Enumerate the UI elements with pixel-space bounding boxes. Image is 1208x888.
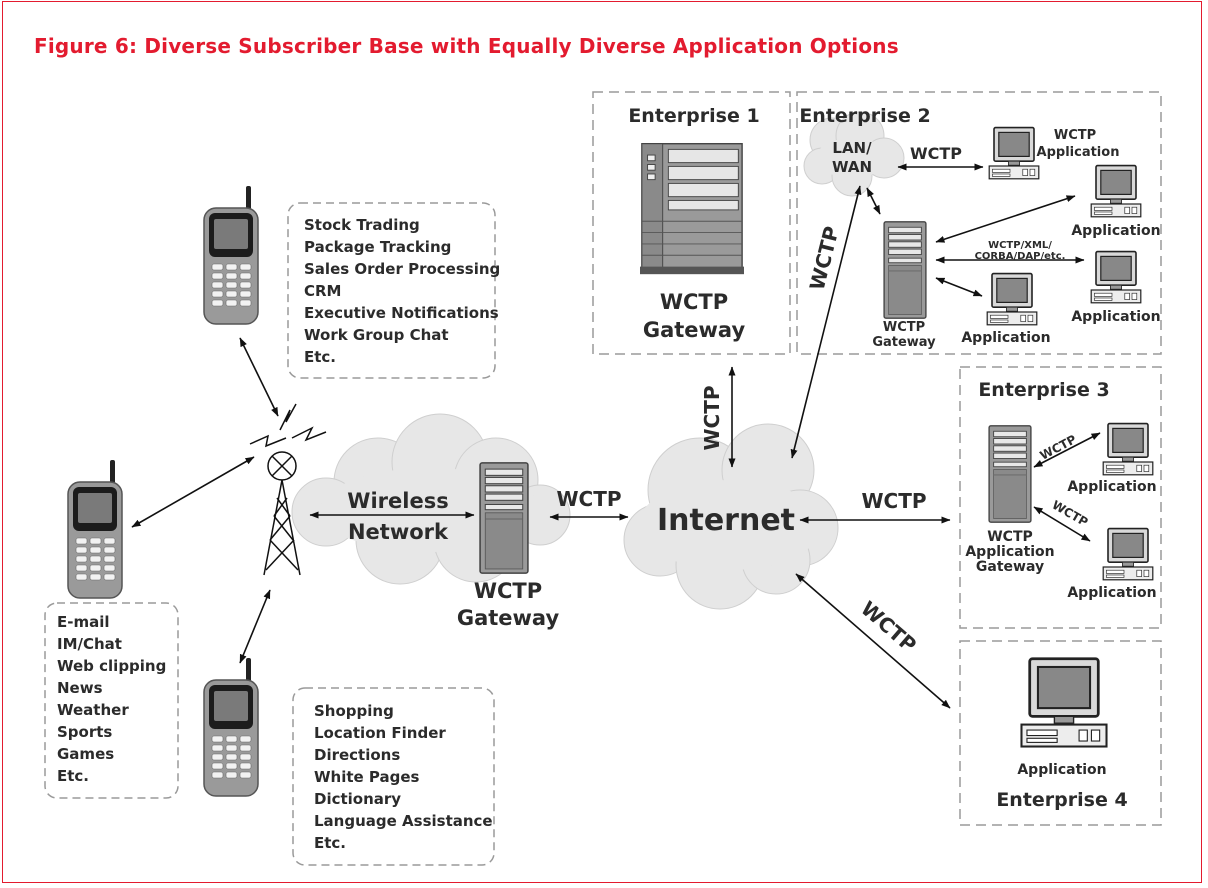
wireless-network-label: Network (348, 520, 449, 544)
app-list-item: Directions (314, 746, 400, 764)
app-label: WCTP (1054, 128, 1096, 143)
app-list-item: Executive Notifications (304, 304, 499, 322)
app-list-item: Shopping (314, 702, 394, 720)
app-list-item: Package Tracking (304, 238, 451, 256)
enterprise1-box (592, 91, 791, 355)
link-label: WCTP (1038, 432, 1079, 463)
app-label: Application (1067, 479, 1156, 495)
link-label: WCTP (1050, 498, 1091, 530)
app-list-item: Stock Trading (304, 216, 420, 234)
enterprise4-title: Enterprise 4 (996, 789, 1127, 811)
app-list-item: News (57, 679, 103, 697)
enterprise3-title: Enterprise 3 (978, 379, 1109, 401)
gateway-label: WCTP (474, 579, 542, 603)
computer-icon (1090, 164, 1142, 218)
computer-icon (986, 272, 1038, 326)
app-list-item: Weather (57, 701, 129, 719)
gateway-label: Gateway (976, 559, 1044, 575)
server-icon (640, 142, 744, 275)
app-list-item: CRM (304, 282, 342, 300)
link-label: WCTP (910, 144, 962, 163)
app-list-item: Language Assistance (314, 812, 493, 830)
gateway-label: Gateway (457, 606, 560, 630)
connection-arrows (131, 163, 1101, 709)
link-label: WCTP (861, 489, 926, 513)
protocols-label: CORBA/DAP/etc. (975, 251, 1066, 262)
app-list-item: Games (57, 745, 114, 763)
computer-icon (1020, 657, 1108, 748)
app-list-item: IM/Chat (57, 635, 122, 653)
link-label: WCTP (805, 224, 844, 293)
gateway-label: Gateway (872, 335, 936, 350)
app-list-item: Etc. (314, 834, 346, 852)
computer-icon (1102, 422, 1154, 476)
internet-label: Internet (657, 503, 795, 538)
lan-wan-label: LAN/ (832, 139, 872, 157)
gateway-label: Gateway (643, 318, 746, 342)
server-icon (479, 462, 529, 574)
lan-wan-label: WAN (832, 158, 872, 176)
computer-icon (1102, 527, 1154, 581)
app-list-item: Sales Order Processing (304, 260, 500, 278)
mobile-phone-icon (203, 186, 259, 325)
app-list-item: Etc. (304, 348, 336, 366)
app-label: Application (1071, 223, 1160, 239)
server-icon (883, 221, 927, 319)
app-label: Application (1071, 309, 1160, 325)
lan-wan-cloud-icon (803, 111, 905, 197)
gateway-label: WCTP (883, 320, 925, 335)
gateway-label: WCTP (987, 529, 1033, 545)
computer-icon (1090, 250, 1142, 304)
enterprise4-box (959, 640, 1162, 826)
wireless-network-label: Wireless (347, 489, 448, 513)
mobile-phone-icon (67, 460, 123, 599)
link-label: WCTP (556, 487, 621, 511)
enterprise1-title: Enterprise 1 (628, 105, 759, 127)
link-label: WCTP (856, 596, 921, 657)
app-list-item: Work Group Chat (304, 326, 449, 344)
enterprise2-title: Enterprise 2 (799, 105, 930, 127)
figure-title: Figure 6: Diverse Subscriber Base with E… (34, 34, 899, 58)
protocols-label: WCTP/XML/ (988, 240, 1052, 251)
app-list-item: Etc. (57, 767, 89, 785)
app-list-item: White Pages (314, 768, 420, 786)
app-label: Application (1067, 585, 1156, 601)
cell-tower-icon (249, 403, 327, 576)
server-icon (988, 425, 1032, 523)
app-label: Application (1017, 762, 1106, 778)
mobile-phone-icon (203, 658, 259, 797)
app-list-item: Dictionary (314, 790, 401, 808)
app-list-top: Stock Trading Package Tracking Sales Ord… (304, 216, 500, 366)
gateway-label: Application (965, 544, 1054, 560)
computer-icon (988, 126, 1040, 180)
app-list-item: Web clipping (57, 657, 166, 675)
app-list-item: Location Finder (314, 724, 446, 742)
app-list-item: E-mail (57, 613, 110, 631)
enterprise3-box (959, 366, 1162, 629)
gateway-label: WCTP (660, 290, 728, 314)
app-label: Application (1037, 145, 1120, 160)
app-list-box-left (44, 602, 179, 799)
app-list-box-bottom (292, 687, 495, 866)
app-list-left: E-mail IM/Chat Web clipping News Weather… (57, 613, 166, 785)
link-label: WCTP (700, 385, 724, 450)
app-list-item: Sports (57, 723, 112, 741)
app-list-box-top (287, 202, 496, 379)
app-label: Application (961, 330, 1050, 346)
app-list-bottom: Shopping Location Finder Directions Whit… (314, 702, 493, 852)
